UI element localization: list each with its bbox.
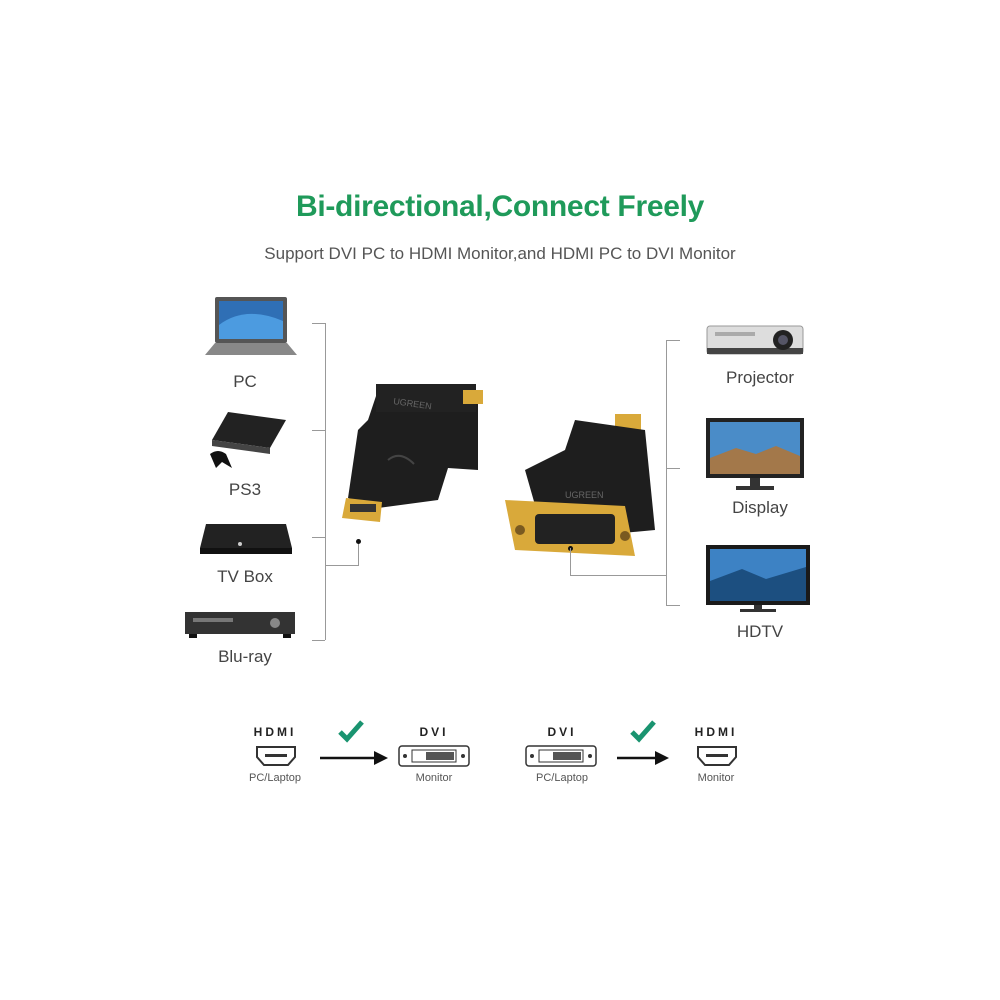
- flow2-to-label: Monitor: [697, 772, 735, 784]
- connector-line: [570, 548, 571, 575]
- bluray-player-icon: [185, 612, 295, 638]
- arrow-right-icon: [617, 751, 669, 765]
- monitor-icon: [706, 418, 804, 490]
- tv-icon: [706, 545, 810, 612]
- flow1-from-label: PC/Laptop: [249, 772, 301, 784]
- connector-dot: [356, 539, 361, 544]
- flow2-from-type: DVI: [547, 725, 577, 739]
- flow1-to-type: DVI: [419, 725, 449, 739]
- projector-icon: [706, 325, 804, 355]
- device-label-ps3: PS3: [228, 480, 262, 499]
- device-label-tv-box: TV Box: [217, 567, 273, 586]
- device-label-hdtv: HDTV: [736, 622, 784, 641]
- bracket-tick: [666, 340, 680, 341]
- flow1-to-label: Monitor: [415, 772, 453, 784]
- flow2-to-type: HDMI: [694, 725, 738, 739]
- connector-line: [570, 575, 666, 576]
- laptop-icon: [205, 297, 297, 355]
- check-icon: [338, 720, 364, 743]
- page-subtitle: Support DVI PC to HDMI Monitor,and HDMI …: [264, 244, 736, 263]
- hdmi-port-icon: [697, 746, 737, 766]
- flow2-from-label: PC/Laptop: [536, 772, 588, 784]
- tv-box-icon: [200, 524, 292, 554]
- arrow-right-icon: [320, 751, 388, 765]
- dvi-port-icon: [398, 745, 470, 767]
- bracket-tick: [666, 468, 680, 469]
- flow1-from-type: HDMI: [253, 725, 297, 739]
- bracket-tick: [312, 640, 325, 641]
- device-label-projector: Projector: [725, 368, 795, 387]
- game-console-icon: [210, 412, 286, 468]
- bracket-tick: [312, 323, 325, 324]
- connector-line: [325, 565, 359, 566]
- hdmi-male-to-dvi-adapter: UGREEN: [342, 384, 483, 522]
- connector-line: [358, 541, 359, 565]
- hdmi-port-icon: [256, 746, 296, 766]
- connector-bracket-left: [325, 323, 326, 640]
- page-title: Bi-directional,Connect Freely: [295, 190, 705, 223]
- bracket-tick: [312, 430, 325, 431]
- dvi-female-to-hdmi-adapter: UGREEN: [505, 414, 655, 556]
- bracket-tick: [666, 605, 680, 606]
- bracket-tick: [312, 537, 325, 538]
- device-label-display: Display: [732, 498, 788, 517]
- device-label-bluray: Blu-ray: [218, 647, 272, 666]
- brand-logo: UGREEN: [565, 490, 604, 500]
- device-label-pc: PC: [233, 372, 257, 391]
- dvi-port-icon: [525, 745, 597, 767]
- check-icon: [630, 720, 656, 743]
- connector-bracket-right: [666, 340, 667, 606]
